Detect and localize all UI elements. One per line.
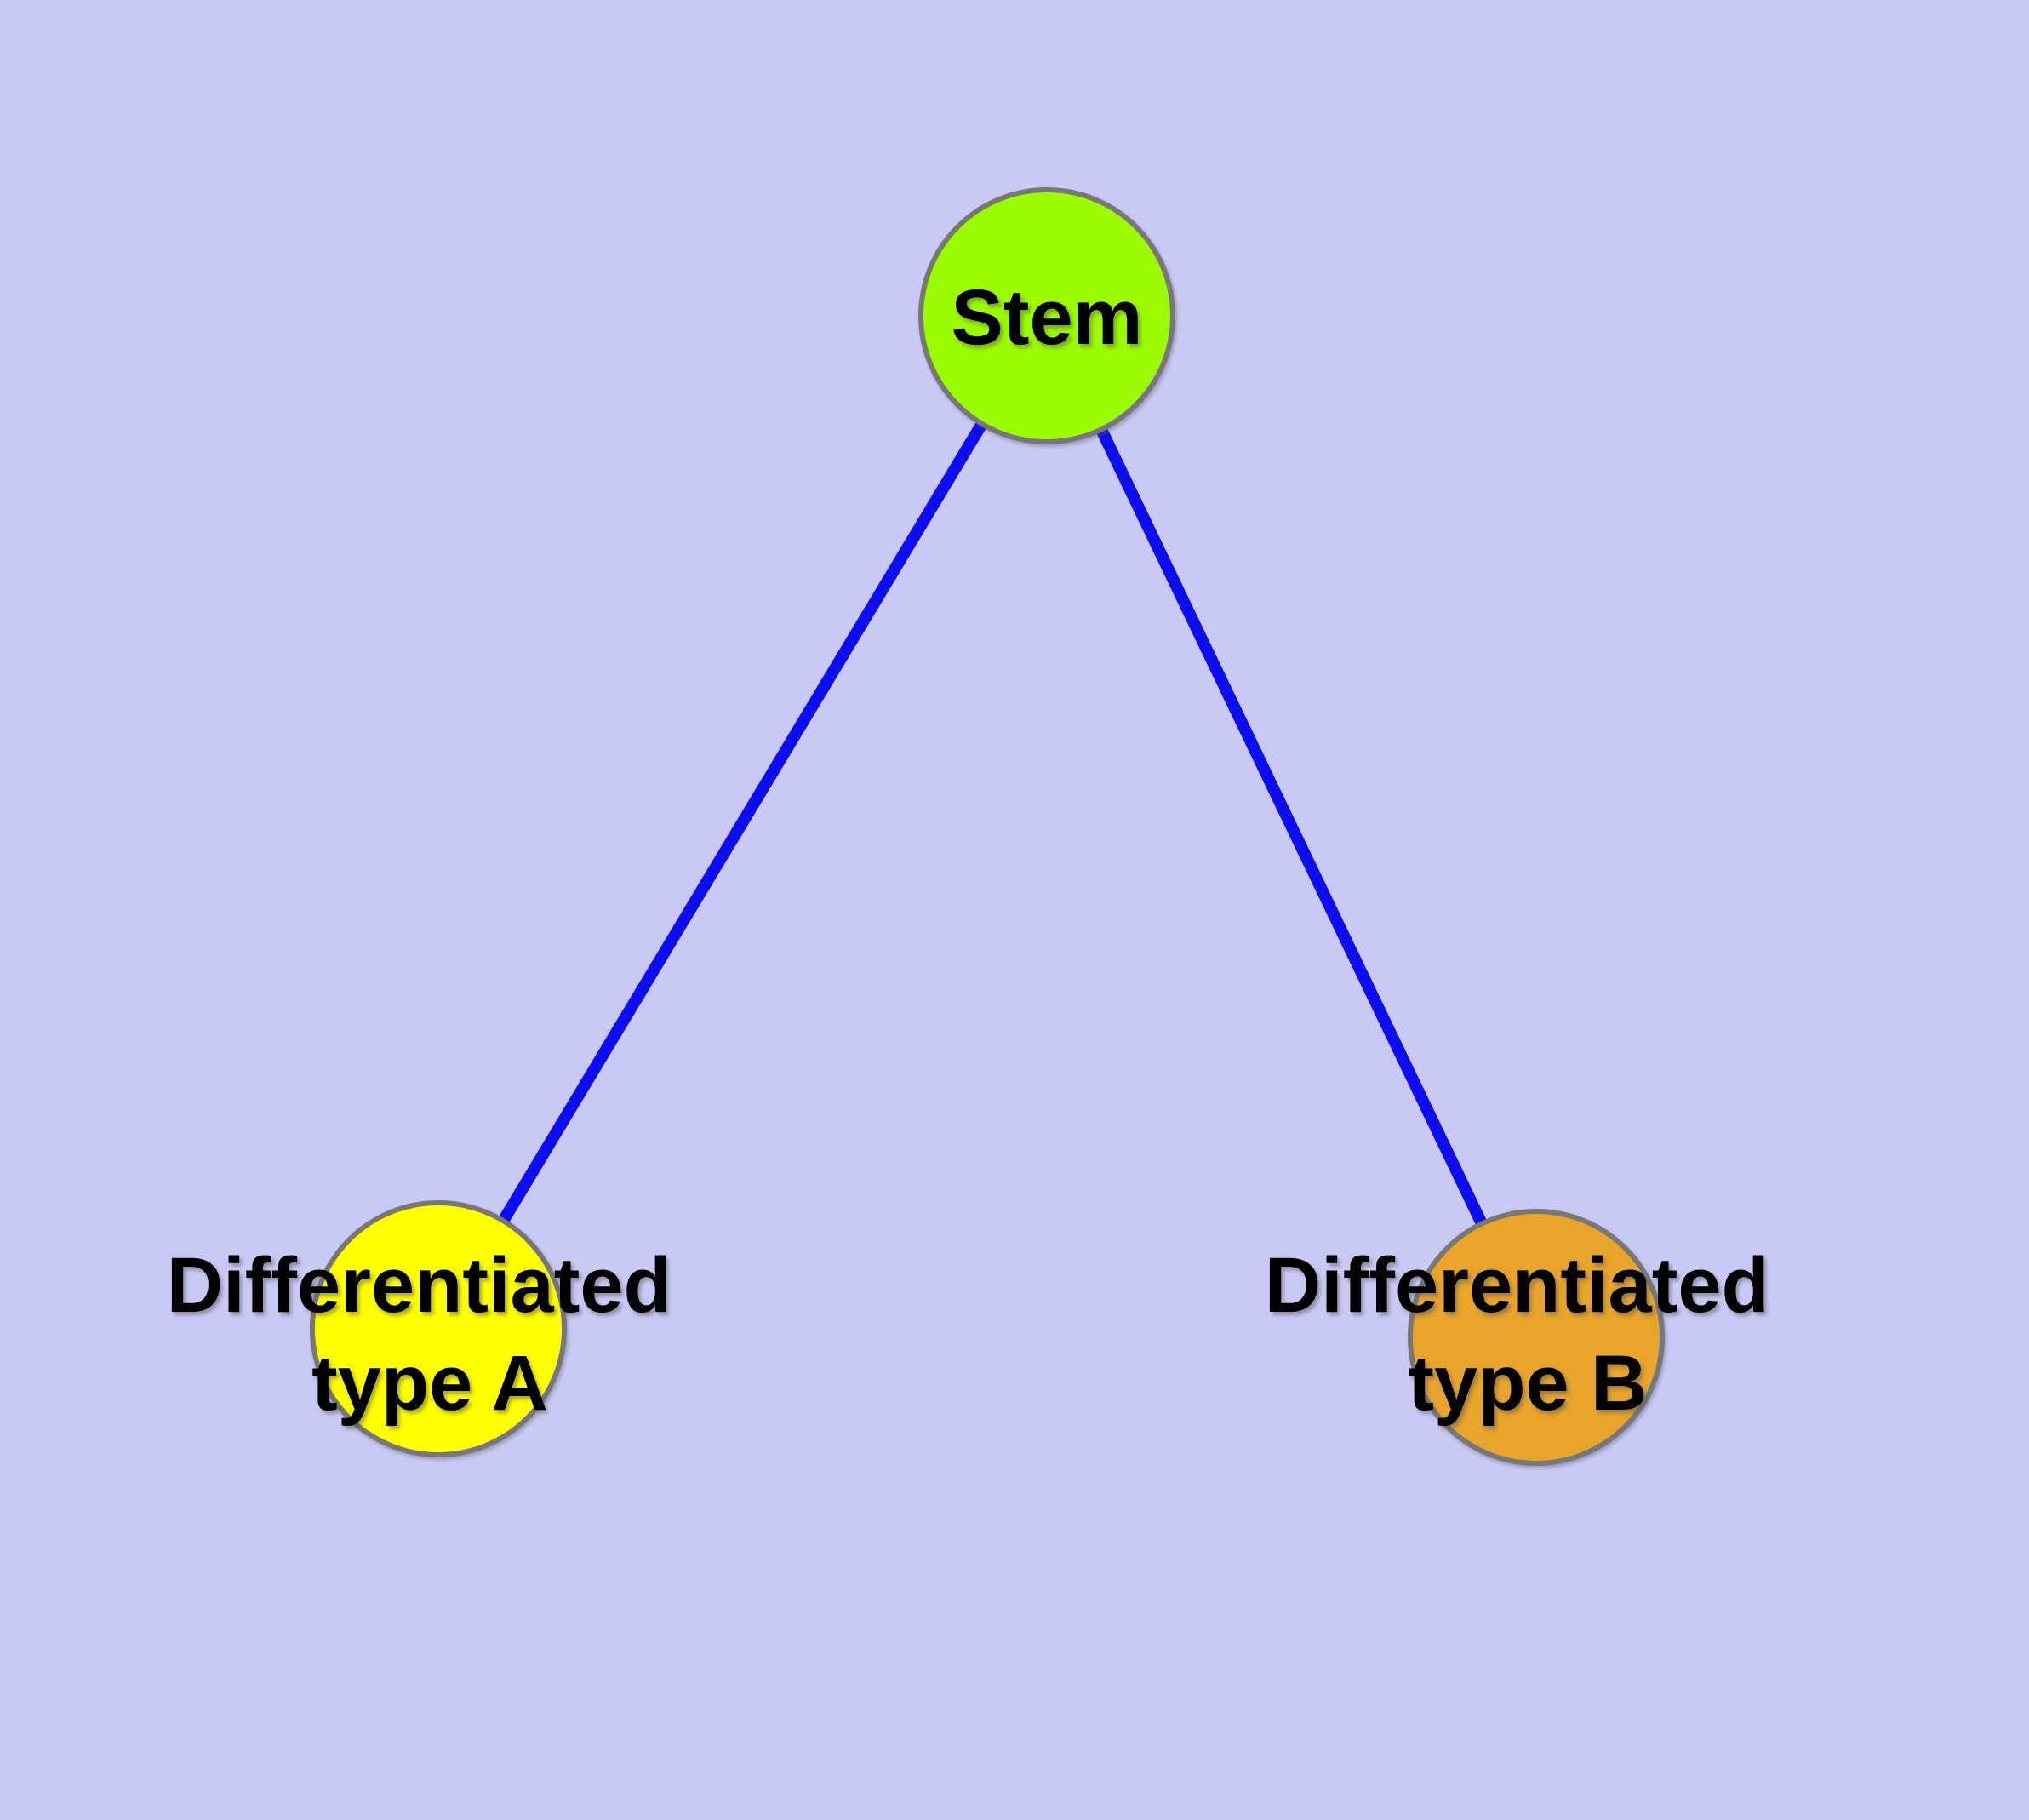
node-differentiated-type-a-label: Differentiated type A bbox=[167, 1242, 694, 1427]
node-differentiated-type-a bbox=[310, 1200, 567, 1457]
node-differentiated-type-b-label-line2: type B bbox=[1408, 1340, 1647, 1427]
node-stem-label: Stem bbox=[952, 274, 1143, 361]
node-differentiated-type-b-label-line1: Differentiated bbox=[1265, 1242, 1769, 1329]
node-differentiated-type-a-label-line1: Differentiated bbox=[167, 1242, 672, 1329]
node-differentiated-type-a-label-line2: type A bbox=[311, 1340, 548, 1427]
node-differentiated-type-b-label: Differentiated type B bbox=[1265, 1242, 1792, 1427]
edge-stem-to-type-b bbox=[1041, 312, 1542, 1341]
node-differentiated-type-b bbox=[1408, 1209, 1665, 1466]
edge-stem-to-type-a bbox=[432, 312, 1053, 1332]
node-stem bbox=[918, 187, 1175, 444]
